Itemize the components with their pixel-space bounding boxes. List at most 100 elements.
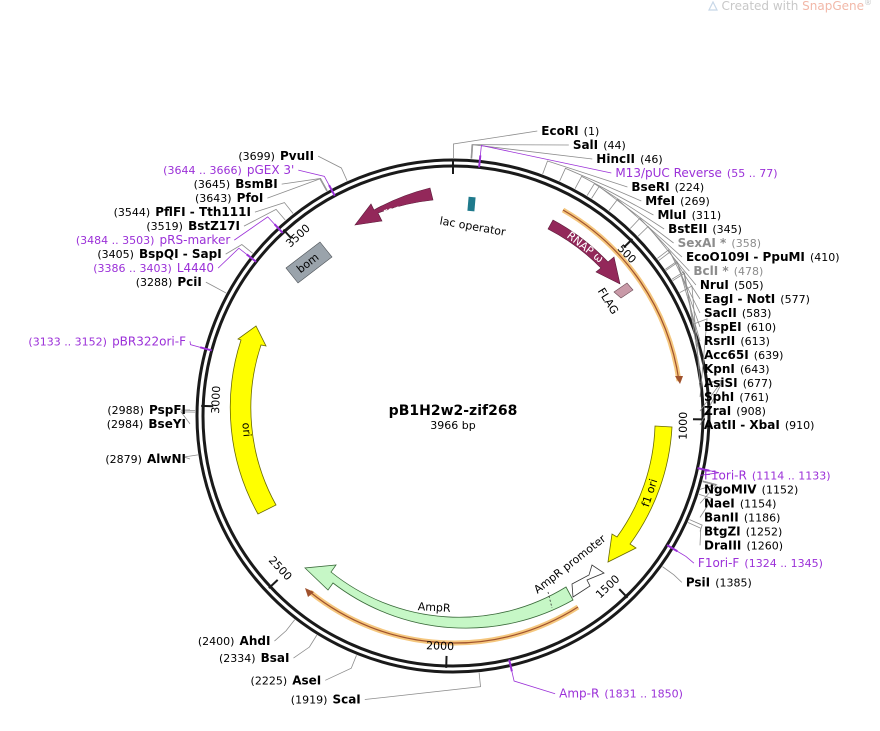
site-pcii-position: (3288) xyxy=(136,276,173,289)
site-asei-label[interactable]: (2225) AseI xyxy=(251,669,322,688)
site-nrui-label[interactable]: NruI (505) xyxy=(700,274,764,293)
feature-ampr[interactable] xyxy=(304,564,574,629)
primer-pgex-3-position: (3644 .. 3666) xyxy=(163,164,242,177)
primer-f1ori-f-leader xyxy=(673,548,695,564)
feature-rop-label: rop xyxy=(382,202,403,219)
feature-ori[interactable] xyxy=(229,325,277,515)
site-rsrii-label[interactable]: RsrII (613) xyxy=(704,330,770,349)
site-bseyi-label[interactable]: (2984) BseYI xyxy=(107,413,186,432)
feature-ampr-promoter[interactable] xyxy=(571,564,605,598)
feature-lac-operator[interactable] xyxy=(467,196,476,212)
site-pcii-label[interactable]: (3288) PciI xyxy=(136,271,202,290)
site-sali-name: SalI xyxy=(573,138,598,152)
site-ecori-leader xyxy=(453,130,538,159)
site-bcli-label[interactable]: BclI * (478) xyxy=(693,260,763,279)
site-acc65i-position: (639) xyxy=(754,349,784,362)
site-bsai-label[interactable]: (2334) BsaI xyxy=(219,647,290,666)
site-bstz17i-label[interactable]: (3519) BstZ17I xyxy=(146,215,240,234)
site-pflfi-tth111i-label[interactable]: (3544) PflFI - Tth111I xyxy=(114,201,251,220)
primer-f1ori-r-position: (1114 .. 1133) xyxy=(752,469,831,482)
site-pvuii-name: PvuII xyxy=(280,149,314,163)
site-ngomiv-name: NgoMIV xyxy=(704,482,757,496)
site-mlui-label[interactable]: MluI (311) xyxy=(657,204,721,223)
site-acc65i-name: Acc65I xyxy=(704,348,749,362)
site-ngomiv-label[interactable]: NgoMIV (1152) xyxy=(704,478,798,497)
primer-prs-marker-label[interactable]: (3484 .. 3503) pRS-marker xyxy=(76,229,230,248)
site-mfei-label[interactable]: MfeI (269) xyxy=(645,190,709,209)
primer-f1ori-r-label[interactable]: F1ori-R (1114 .. 1133) xyxy=(704,464,830,483)
primer-pbr322ori-f-label[interactable]: (3133 .. 3152) pBR322ori-F xyxy=(28,330,186,349)
site-bspei-label[interactable]: BspEI (610) xyxy=(704,316,776,335)
site-btgzi-name: BtgZI xyxy=(704,524,741,538)
site-bsmbi-leader xyxy=(281,177,328,191)
site-bseyi-position: (2984) xyxy=(107,418,144,431)
site-ecoo109i-ppumi-leader xyxy=(608,198,683,258)
tick-label-3500: 3500 xyxy=(283,222,312,250)
site-bsteii-label[interactable]: BstEII (345) xyxy=(668,218,742,237)
primer-pbr322ori-f-position: (3133 .. 3152) xyxy=(28,335,107,348)
site-pfoi-label[interactable]: (3643) PfoI xyxy=(195,187,263,206)
site-alwni-label[interactable]: (2879) AlwNI xyxy=(105,448,186,467)
site-bsmbi-label[interactable]: (3645) BsmBI xyxy=(194,173,278,192)
site-aatii-xbai-label[interactable]: AatII - XbaI (910) xyxy=(704,414,814,433)
tick-label-1500: 1500 xyxy=(593,572,622,601)
feature-rop[interactable] xyxy=(354,187,434,226)
site-ecoo109i-ppumi-label[interactable]: EcoO109I - PpuMI (410) xyxy=(686,246,840,265)
site-aatii-xbai-name: AatII - XbaI xyxy=(704,418,780,432)
tick-3500 xyxy=(282,228,293,240)
site-zrai-name: ZraI xyxy=(704,404,731,418)
site-bsai-name: BsaI xyxy=(261,651,290,665)
site-eagi-noti-label[interactable]: EagI - NotI (577) xyxy=(704,288,810,307)
site-rsrii-name: RsrII xyxy=(704,334,735,348)
feature-lac-operator-label: lac operator xyxy=(439,214,507,238)
feature-bom[interactable] xyxy=(285,241,333,284)
feature-flag[interactable] xyxy=(613,282,634,299)
site-sacii-leader xyxy=(658,251,701,314)
site-draiii-position: (1260) xyxy=(746,539,783,552)
site-bseri-leader xyxy=(542,160,628,188)
site-bspqi-sapi-label[interactable]: (3405) BspQI - SapI xyxy=(97,243,221,262)
site-kpni-name: KpnI xyxy=(704,362,735,376)
site-acc65i-label[interactable]: Acc65I (639) xyxy=(704,344,783,363)
site-ecori-label[interactable]: EcoRI (1) xyxy=(541,120,599,139)
site-pvuii-position: (3699) xyxy=(238,150,275,163)
site-naei-label[interactable]: NaeI (1154) xyxy=(704,492,776,511)
primer-amp-r-label[interactable]: Amp-R (1831 .. 1850) xyxy=(559,683,683,702)
feature-rnap-omega[interactable] xyxy=(547,219,621,285)
primer-amp-r-leader xyxy=(510,667,556,695)
site-sexai-label[interactable]: SexAI * (358) xyxy=(678,232,761,251)
site-bcli-leader xyxy=(629,217,690,272)
site-sphi-leader xyxy=(693,318,708,398)
site-scai-label[interactable]: (1919) ScaI xyxy=(291,689,361,708)
site-pfoi-position: (3643) xyxy=(195,192,232,205)
site-bseri-label[interactable]: BseRI (224) xyxy=(631,176,704,195)
site-sphi-label[interactable]: SphI (761) xyxy=(704,386,769,405)
site-btgzi-leader xyxy=(689,519,703,532)
site-bcli-name: BclI * xyxy=(693,264,729,278)
primer-amp-r-position: (1831 .. 1850) xyxy=(604,688,683,701)
primer-pgex-3-label[interactable]: (3644 .. 3666) pGEX 3' xyxy=(163,159,294,178)
site-hincii-label[interactable]: HincII (46) xyxy=(596,148,662,167)
site-draiii-label[interactable]: DraIII (1260) xyxy=(704,534,783,553)
site-ahdi-label[interactable]: (2400) AhdI xyxy=(198,630,271,649)
site-zrai-position: (908) xyxy=(736,405,766,418)
site-pvuii-label[interactable]: (3699) PvuII xyxy=(238,145,314,164)
primer-pgex-3-marker xyxy=(328,184,336,197)
site-sacii-label[interactable]: SacII (583) xyxy=(704,302,771,321)
site-pspfi-leader xyxy=(181,409,196,411)
feature-f1-ori[interactable] xyxy=(607,425,673,563)
site-psii-label[interactable]: PsiI (1385) xyxy=(686,571,752,590)
primer-f1ori-f-label[interactable]: F1ori-F (1324 .. 1345) xyxy=(698,552,823,571)
primer-l4440-label[interactable]: (3386 .. 3403) L4440 xyxy=(93,257,214,276)
site-btgzi-label[interactable]: BtgZI (1252) xyxy=(704,520,782,539)
primer-m13-puc-reverse-label[interactable]: M13/pUC Reverse (55 .. 77) xyxy=(615,162,777,181)
primer-f1ori-f-name: F1ori-F xyxy=(698,556,739,570)
site-naei-position: (1154) xyxy=(740,497,777,510)
site-pspfi-label[interactable]: (2988) PspFI xyxy=(107,399,186,418)
site-zrai-label[interactable]: ZraI (908) xyxy=(704,400,766,419)
site-bspqi-sapi-position: (3405) xyxy=(97,248,134,261)
site-banii-label[interactable]: BanII (1186) xyxy=(704,506,780,525)
site-kpni-label[interactable]: KpnI (643) xyxy=(704,358,770,377)
site-asisi-label[interactable]: AsiSI (677) xyxy=(704,372,772,391)
site-sali-label[interactable]: SalI (44) xyxy=(573,134,626,153)
